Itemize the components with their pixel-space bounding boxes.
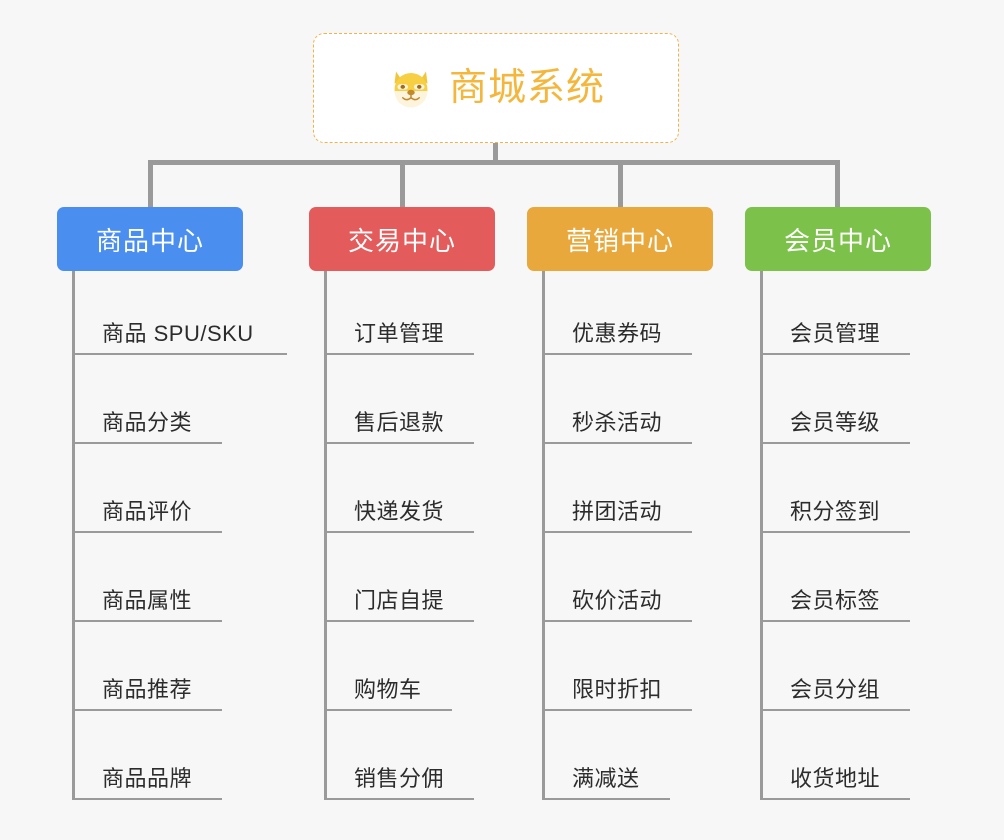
leaf-item-label: 满减送 — [572, 766, 640, 791]
leaf-item[interactable]: 收货地址 — [760, 766, 910, 800]
leaf-item[interactable]: 门店自提 — [324, 588, 474, 622]
leaf-item-label: 销售分佣 — [354, 766, 445, 791]
leaf-item-label: 优惠券码 — [572, 321, 663, 346]
leaf-item-label: 限时折扣 — [572, 677, 663, 702]
connector-drop-3 — [618, 160, 623, 208]
leaf-item[interactable]: 订单管理 — [324, 321, 474, 355]
leaf-item[interactable]: 会员标签 — [760, 588, 910, 622]
leaf-item-label: 会员管理 — [790, 321, 881, 346]
leaf-item-label: 快递发货 — [354, 499, 445, 524]
dog-face-icon — [394, 71, 428, 108]
connector-root-stem — [493, 143, 498, 165]
leaf-item[interactable]: 商品 SPU/SKU — [72, 321, 287, 355]
leaf-item-label: 拼团活动 — [572, 499, 663, 524]
leaf-item-label: 商品属性 — [102, 588, 193, 613]
leaf-item[interactable]: 满减送 — [542, 766, 670, 800]
category-spine-4 — [760, 271, 763, 800]
root-node-title: 商城系统 — [448, 67, 605, 109]
leaf-item-label: 收货地址 — [790, 766, 881, 791]
leaf-item[interactable]: 限时折扣 — [542, 677, 692, 711]
leaf-item-label: 商品品牌 — [102, 766, 193, 791]
leaf-item[interactable]: 售后退款 — [324, 410, 474, 444]
leaf-item[interactable]: 会员分组 — [760, 677, 910, 711]
leaf-item[interactable]: 商品分类 — [72, 410, 222, 444]
leaf-item[interactable]: 会员管理 — [760, 321, 910, 355]
category-spine-1 — [72, 271, 75, 800]
category-header-2[interactable]: 交易中心 — [309, 207, 495, 271]
leaf-item-label: 积分签到 — [790, 499, 881, 524]
leaf-item-label: 商品 SPU/SKU — [102, 321, 254, 346]
leaf-item[interactable]: 拼团活动 — [542, 499, 692, 533]
root-node-mall-system[interactable]: 商城系统 — [313, 33, 679, 143]
leaf-item-label: 售后退款 — [354, 410, 445, 435]
leaf-item-label: 购物车 — [354, 677, 422, 702]
category-header-3[interactable]: 营销中心 — [527, 207, 713, 271]
leaf-item[interactable]: 商品推荐 — [72, 677, 222, 711]
leaf-item[interactable]: 商品评价 — [72, 499, 222, 533]
connector-drop-4 — [835, 160, 840, 208]
leaf-item-label: 门店自提 — [354, 588, 445, 613]
leaf-item-label: 会员分组 — [790, 677, 881, 702]
leaf-item-label: 订单管理 — [354, 321, 445, 346]
leaf-item[interactable]: 快递发货 — [324, 499, 474, 533]
connector-horizontal-bar — [148, 160, 840, 165]
leaf-item[interactable]: 积分签到 — [760, 499, 910, 533]
leaf-item[interactable]: 购物车 — [324, 677, 452, 711]
leaf-item[interactable]: 销售分佣 — [324, 766, 474, 800]
leaf-item[interactable]: 秒杀活动 — [542, 410, 692, 444]
leaf-item-label: 会员标签 — [790, 588, 881, 613]
leaf-item[interactable]: 优惠券码 — [542, 321, 692, 355]
leaf-item[interactable]: 商品品牌 — [72, 766, 222, 800]
leaf-item-label: 砍价活动 — [572, 588, 663, 613]
connector-drop-1 — [148, 160, 153, 208]
leaf-item-label: 商品推荐 — [102, 677, 193, 702]
category-header-4[interactable]: 会员中心 — [745, 207, 931, 271]
leaf-item-label: 商品分类 — [102, 410, 193, 435]
leaf-item-label: 会员等级 — [790, 410, 881, 435]
leaf-item-label: 秒杀活动 — [572, 410, 663, 435]
connector-drop-2 — [400, 160, 405, 208]
leaf-item[interactable]: 砍价活动 — [542, 588, 692, 622]
leaf-item[interactable]: 商品属性 — [72, 588, 222, 622]
category-header-1[interactable]: 商品中心 — [57, 207, 243, 271]
leaf-item[interactable]: 会员等级 — [760, 410, 910, 444]
category-spine-2 — [324, 271, 327, 800]
category-spine-3 — [542, 271, 545, 800]
leaf-item-label: 商品评价 — [102, 499, 193, 524]
